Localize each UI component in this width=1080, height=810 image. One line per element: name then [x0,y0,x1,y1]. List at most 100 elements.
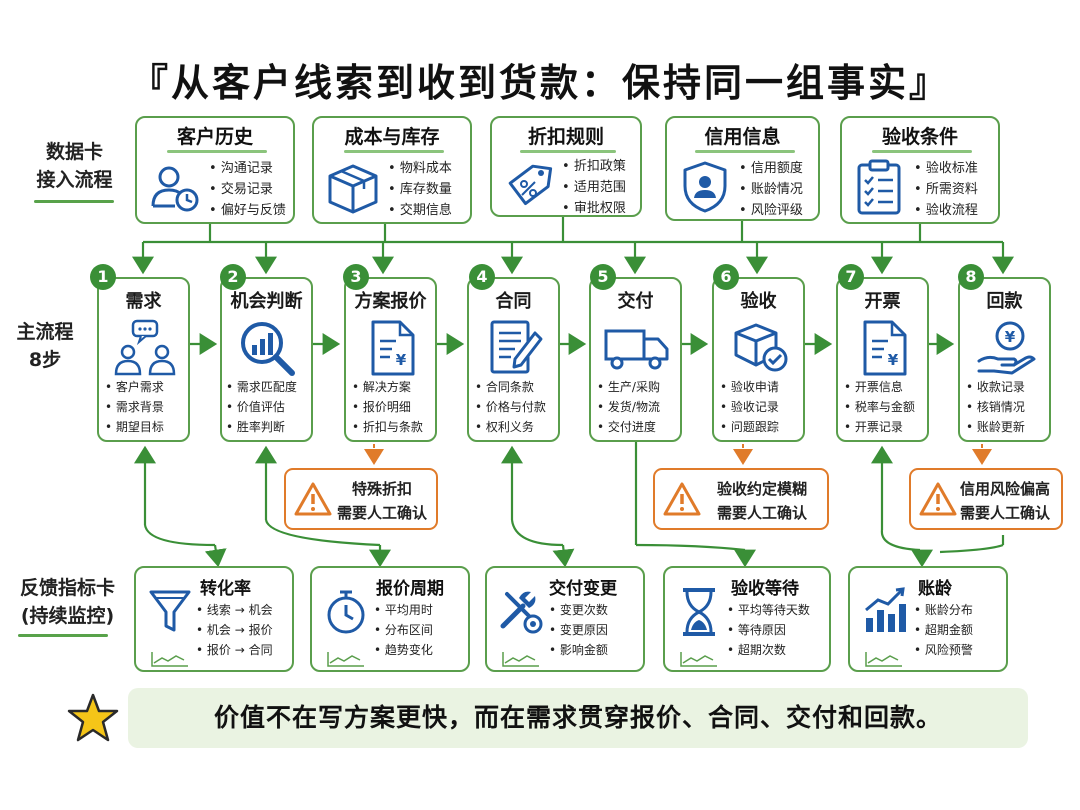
step-card-5-delivery: 交付 生产/采购 发货/物流 交付进度 [589,277,682,442]
page-title: 『从客户线索到收到货款：保持同一组事实』 [129,61,950,105]
list-item: 验收流程 [914,200,978,221]
data-card-discount-rules: 折扣规则 折扣政策 适用范围 审批权限 [490,116,642,217]
warning-title: 特殊折扣 [351,480,412,498]
list-item: 开票信息 [844,377,915,397]
bullet-list: 需求匹配度 价值评估 胜率判断 [226,377,297,437]
list-item: 报价 → 合同 [196,640,273,660]
contract-pen-icon [490,320,543,374]
card-title: 验收条件 [881,126,958,148]
list-item: 交付进度 [597,417,660,437]
step-number-badge: 4 [469,264,495,290]
list-item: 沟通记录 [209,158,286,179]
list-item: 审批权限 [562,198,626,219]
list-item: 账龄分布 [914,600,973,620]
list-item: 报价明细 [352,397,423,417]
warning-text: 验收约定模糊 需要人工确认 [703,477,821,525]
feedback-card-aging: 账龄 账龄分布 超期金额 风险预警 [848,566,1008,672]
list-item: 交易记录 [209,179,286,200]
row-label-data-line1: 数据卡 [45,141,103,163]
hourglass-icon [683,588,715,636]
title-underline [520,150,616,153]
step-number-badge: 2 [220,264,246,290]
bullet-list: 收款记录 核销情况 账龄更新 [966,377,1025,437]
box-icon [328,164,378,214]
step-card-2-opportunity: 机会判断 需求匹配度 价值评估 胜率判断 [220,277,313,442]
list-item: 发货/物流 [597,397,660,417]
card-title: 账龄 [918,579,952,599]
feedback-card-delivery-change: 交付变更 变更次数 变更原因 影响金额 [485,566,645,672]
list-item: 解决方案 [352,377,423,397]
step-card-1-requirement: 需求 客户需求 需求背景 期望目标 [97,277,190,442]
list-item: 客户需求 [105,377,164,397]
list-item: 胜率判断 [226,417,297,437]
step-title: 交付 [617,291,654,312]
conclusion-banner [128,688,1028,748]
step-number-badge: 3 [343,264,369,290]
list-item: 折扣政策 [562,156,626,177]
warning-triangle-icon [294,482,332,516]
truck-icon [604,329,669,370]
row-label-data-line2: 接入流程 [36,169,113,191]
card-title: 转化率 [200,579,251,599]
step-number-badge: 7 [838,264,864,290]
bullet-list: 变更次数 变更原因 影响金额 [549,600,608,660]
step-title: 合同 [495,291,532,312]
list-item: 需求背景 [105,397,164,417]
mini-trend-icon [865,652,902,667]
bullet-list: 线索 → 机会 机会 → 报价 报价 → 合同 [196,600,273,660]
step-card-7-invoice: 开票 ¥ 开票信息 税率与金额 开票记录 [836,277,929,442]
mini-trend-icon [680,652,717,667]
row-label-underline [34,200,114,203]
bullet-list: 生产/采购 发货/物流 交付进度 [597,377,660,437]
list-item: 收款记录 [966,377,1025,397]
list-item: 变更原因 [549,620,608,640]
list-item: 交期信息 [388,200,452,221]
svg-text:¥: ¥ [1005,328,1016,346]
data-card-cost-inventory: 成本与库存 物料成本 库存数量 交期信息 [312,116,472,224]
list-item: 账龄情况 [739,179,803,200]
list-item: 开票记录 [844,417,915,437]
step-title: 回款 [986,291,1023,312]
tools-gear-icon [500,591,543,634]
row-label-feedback-line2: (持续监控) [20,605,115,627]
row-label-underline [18,634,108,637]
warning-title: 验收约定模糊 [716,480,807,498]
warning-triangle-icon [919,482,957,516]
magnifier-chart-icon [241,322,295,376]
title-underline [695,150,795,153]
bullet-list: 物料成本 库存数量 交期信息 [388,158,452,221]
list-item: 风险评级 [739,200,803,221]
list-item: 期望目标 [105,417,164,437]
conclusion-text: 价值不在写方案更快，而在需求贯穿报价、合同、交付和回款。 [213,703,942,732]
bullet-list: 验收申请 验收记录 问题跟踪 [720,377,779,437]
feedback-card-quote-cycle: 报价周期 平均用时 分布区间 趋势变化 [310,566,470,672]
list-item: 验收标准 [914,158,978,179]
card-title: 折扣规则 [527,126,604,148]
mini-trend-icon [502,652,539,667]
hand-coin-icon: ¥ [977,321,1036,375]
list-item: 变更次数 [549,600,608,620]
shield-user-icon [683,161,727,213]
clipboard-check-icon [857,159,901,215]
warning-subtitle: 需要人工确认 [716,504,807,522]
row-label-main-line1: 主流程 [16,321,74,343]
svg-text:¥: ¥ [888,351,899,369]
list-item: 超期金额 [914,620,973,640]
bullet-list: 客户需求 需求背景 期望目标 [105,377,164,437]
list-item: 需求匹配度 [226,377,297,397]
row-label-main-line2: 8步 [28,349,62,371]
row-label-feedback-line1: 反馈指标卡 [19,577,115,599]
row-label-data: 数据卡 接入流程 [22,138,127,194]
step-title: 方案报价 [354,291,427,312]
people-chat-icon [114,319,176,376]
card-title: 交付变更 [549,579,617,599]
list-item: 价值评估 [226,397,297,417]
invoice-icon: ¥ [863,320,907,376]
list-item: 偏好与反馈 [209,200,286,221]
list-item: 分布区间 [374,620,433,640]
list-item: 权利义务 [475,417,546,437]
quote-document-icon: ¥ [371,320,415,376]
card-title: 客户历史 [176,126,253,148]
warning-text: 特殊折扣 需要人工确认 [334,477,430,525]
